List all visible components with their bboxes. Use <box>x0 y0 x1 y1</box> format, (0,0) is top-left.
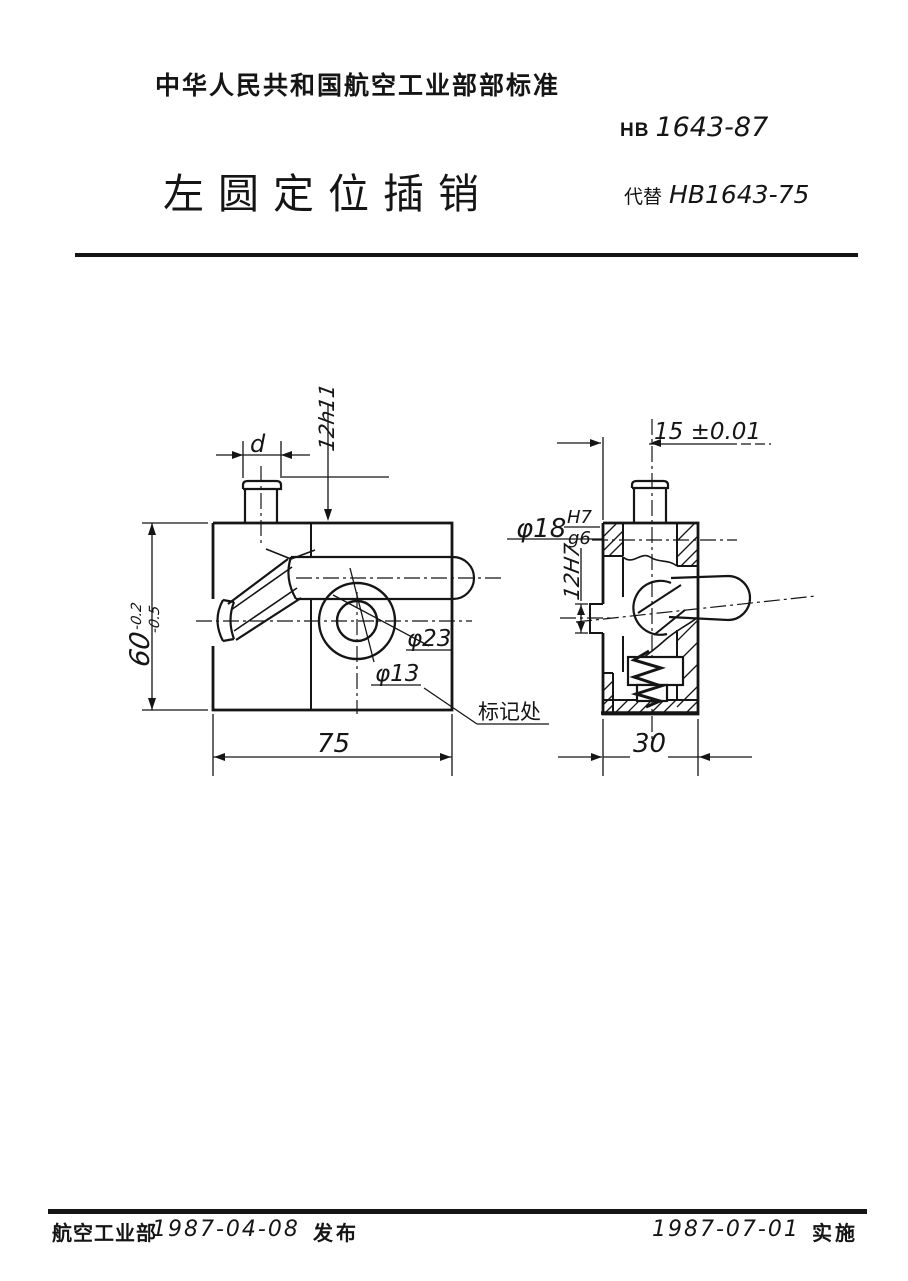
front-rod-left-end <box>287 556 297 600</box>
dim-30-label: 30 <box>633 729 666 759</box>
header-divider <box>75 253 858 257</box>
replaces-label: 代替 <box>624 187 663 208</box>
leader-marking-note: 标记处 <box>423 687 549 725</box>
dim-15: 15 ±0.01 <box>557 419 771 520</box>
side-stub-cap <box>630 479 670 490</box>
dim-30: 30 <box>558 719 752 776</box>
dim-60-label: 60 <box>125 629 156 669</box>
break-line-upper <box>622 554 678 567</box>
dim-75: 75 <box>212 714 453 776</box>
front-hole-outer-circle <box>317 581 397 661</box>
standard-org-heading: 中华人民共和国航空工业部部标准 <box>155 72 561 100</box>
fit-denominator: g6 <box>568 528 591 549</box>
front-centerlines <box>196 466 505 714</box>
side-notch <box>589 603 603 634</box>
section-hatching <box>602 522 699 714</box>
label-phi18-fit: φ18 H7 g6 <box>507 507 602 549</box>
replaces-code: HB1643-75 <box>669 180 810 209</box>
fit-numerator: H7 <box>567 507 593 528</box>
dim-d-label: d <box>250 430 266 458</box>
side-stub-sides <box>632 488 668 523</box>
footer-issuer: 航空工业部 <box>52 1223 157 1245</box>
standard-code-prefix: HB <box>620 120 650 141</box>
document-title: 左圆定位插销 <box>163 171 493 217</box>
dia-13-label: φ13 <box>375 661 419 687</box>
front-slot-chamfer <box>265 548 316 560</box>
front-stub-sides <box>243 489 279 523</box>
side-rod <box>632 574 752 636</box>
dia-23-label: φ23 <box>407 626 451 652</box>
footer-implement-date: 1987-07-01 <box>652 1217 800 1242</box>
dim-15-label: 15 ±0.01 <box>654 419 761 445</box>
footer-divider <box>48 1209 867 1214</box>
front-rod <box>291 555 476 601</box>
dim-60: 60 -0.2 -0.5 <box>125 522 208 711</box>
dim-60-tol-upper: -0.2 <box>129 601 145 631</box>
front-stub-cap <box>241 479 283 491</box>
footer-implement-label: 实施 <box>812 1223 858 1245</box>
side-centerlines <box>560 419 817 742</box>
standard-code-number: 1643-87 <box>655 112 769 143</box>
marking-note-label: 标记处 <box>478 701 541 724</box>
spring <box>629 649 666 709</box>
front-view: d 12h11 60 -0.2 -0.5 <box>125 382 549 776</box>
leader-phi13: φ13 <box>349 567 421 687</box>
dim-60-tol-lower: -0.5 <box>147 604 163 634</box>
footer-release-label: 发布 <box>313 1223 359 1245</box>
leader-phi23: φ23 <box>332 594 453 652</box>
replaces-line: 代替 HB1643-75 <box>624 180 809 209</box>
footer-release-date: 1987-04-08 <box>152 1217 300 1242</box>
side-view: 15 ±0.01 φ18 H7 g6 12H7 30 <box>507 419 817 776</box>
dim-75-label: 75 <box>317 729 350 759</box>
dim-d: d <box>216 430 310 478</box>
front-hole-inner-circle <box>335 599 379 643</box>
dim-12h11-label: 12h11 <box>314 382 339 453</box>
front-body-outline <box>211 521 454 712</box>
front-grip-handle <box>216 558 302 643</box>
dim-12H7: 12H7 <box>559 541 588 634</box>
dim-12h11: 12h11 <box>282 382 389 521</box>
dim-12H7-label: 12H7 <box>559 541 584 602</box>
dia-18-label: φ18 <box>516 514 566 544</box>
